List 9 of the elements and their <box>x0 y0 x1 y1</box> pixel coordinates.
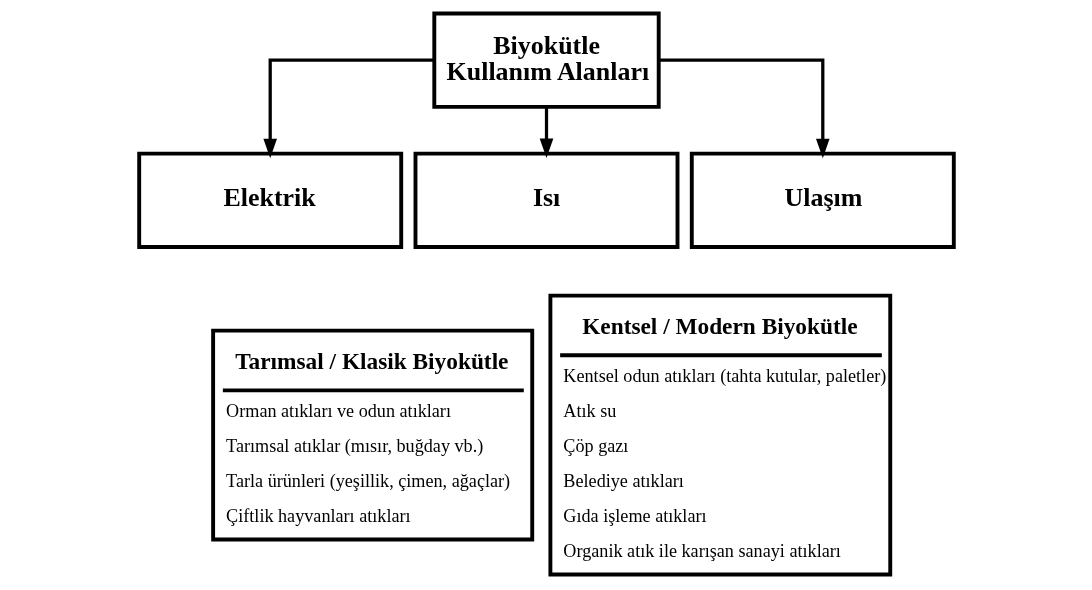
node-box: Ulaşım <box>689 151 956 249</box>
node-box: Tarımsal / Klasik Biyokütle Orman atıkları ve odun atıkları Tarımsal atıklar (mısır, buğday vb.) Tarla ürünleri (yeşillik, çimen, ağaçlar) Çiftlik hayvanları atıkları <box>210 328 534 542</box>
arrow <box>262 58 434 159</box>
node-box: Kentsel / Modern Biyokütle Kentsel odun atıkları (tahta kutular, paletler) Atık su Çöp gazı Belediye atıkları Gıda işleme atıkları Organik atık ile karışan sanayi atıkları <box>547 293 892 577</box>
node-box: Elektrik <box>136 151 403 249</box>
node-box: Isı <box>413 151 679 249</box>
node-box: Biyokütle Kullanım Alanları <box>431 11 661 109</box>
arrow <box>658 58 830 159</box>
arrow <box>539 107 553 159</box>
